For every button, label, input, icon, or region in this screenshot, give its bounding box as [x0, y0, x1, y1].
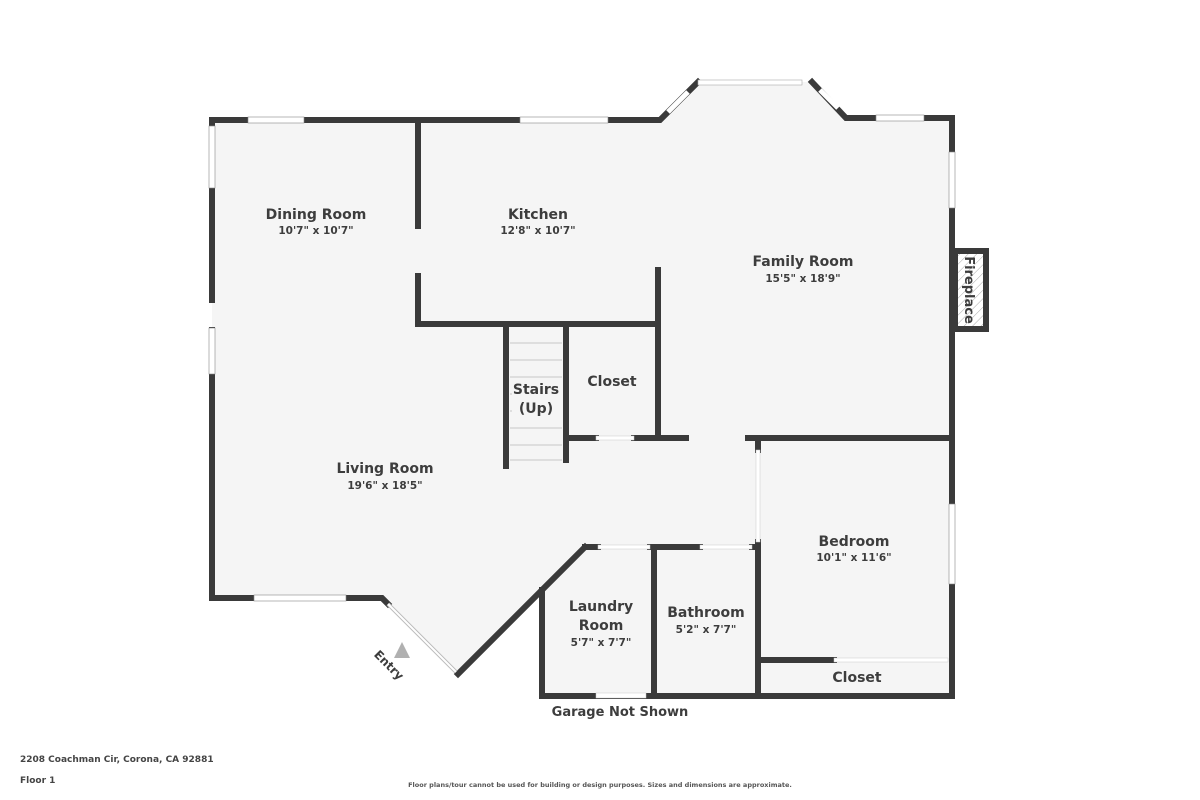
room-bathroom: Bathroom 5'2" x 7'7"	[667, 605, 745, 636]
floor-label: Floor 1	[20, 776, 56, 786]
room-name: Kitchen	[508, 207, 568, 223]
room-name: Bathroom	[667, 605, 745, 621]
room-dimensions: 15'5" x 18'9"	[765, 273, 840, 285]
entry-arrow-icon	[394, 642, 410, 658]
room-bedroom: Bedroom 10'1" x 11'6"	[816, 534, 891, 564]
walls	[209, 77, 955, 699]
room-dimensions: 5'2" x 7'7"	[676, 624, 737, 636]
room-name: Family Room	[753, 254, 854, 270]
room-sub: (Up)	[519, 401, 553, 417]
room-name: Dining Room	[266, 207, 367, 223]
floor-area	[212, 82, 952, 696]
garage-note: Garage Not Shown	[552, 705, 689, 720]
room-dimensions: 12'8" x 10'7"	[500, 225, 575, 237]
room-name: Stairs	[513, 382, 559, 398]
room-family: Family Room 15'5" x 18'9"	[753, 254, 854, 285]
property-address: 2208 Coachman Cir, Corona, CA 92881	[20, 755, 214, 765]
room-closet-bedroom: Closet	[832, 670, 882, 686]
room-dimensions: 10'1" x 11'6"	[816, 552, 891, 564]
disclaimer: Floor plans/tour cannot be used for buil…	[408, 781, 792, 789]
room-closet-hall: Closet	[587, 374, 637, 390]
fireplace: Fireplace	[952, 248, 989, 332]
room-dimensions: 10'7" x 10'7"	[278, 225, 353, 237]
room-name: Bedroom	[819, 534, 890, 550]
room-name-line2: Room	[579, 618, 624, 634]
room-name: Living Room	[336, 461, 433, 477]
room-stairs: Stairs (Up)	[512, 378, 562, 418]
room-dimensions: 5'7" x 7'7"	[571, 637, 632, 649]
room-living: Living Room 19'6" x 18'5"	[336, 461, 433, 492]
room-laundry: Laundry Room 5'7" x 7'7"	[569, 599, 633, 649]
room-dimensions: 19'6" x 18'5"	[347, 480, 422, 492]
room-name: Laundry	[569, 599, 633, 615]
room-dining: Dining Room 10'7" x 10'7"	[266, 207, 367, 237]
room-name: Closet	[587, 374, 637, 390]
windows	[208, 79, 956, 699]
room-kitchen: Kitchen 12'8" x 10'7"	[500, 207, 575, 237]
fireplace-label: Fireplace	[961, 256, 976, 324]
room-name: Closet	[832, 670, 882, 686]
